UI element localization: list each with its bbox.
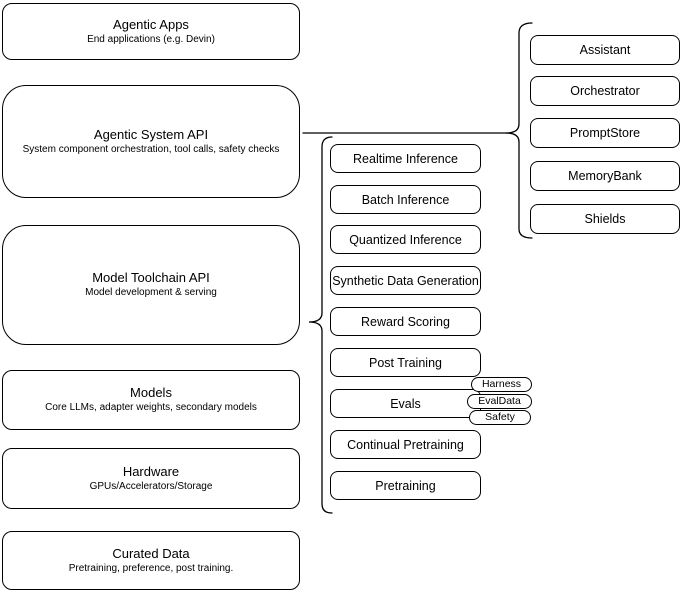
toolchain-brace [308, 136, 333, 514]
node-title: Agentic System API [93, 126, 209, 142]
system-components-brace [505, 22, 533, 239]
node-batch-inference: Batch Inference [330, 185, 481, 214]
node-subtitle: End applications (e.g. Devin) [87, 33, 215, 45]
node-subtitle: Pretraining, preference, post training. [68, 562, 234, 574]
node-models: Models Core LLMs, adapter weights, secon… [2, 370, 300, 430]
node-quantized-inference: Quantized Inference [330, 225, 481, 254]
node-post-training: Post Training [330, 348, 481, 377]
node-subtitle: Core LLMs, adapter weights, secondary mo… [45, 402, 257, 413]
node-pretraining: Pretraining [330, 471, 481, 500]
node-promptstore: PromptStore [530, 118, 680, 148]
node-orchestrator: Orchestrator [530, 76, 680, 106]
node-shields: Shields [530, 204, 680, 234]
node-evals: Evals [330, 389, 481, 418]
node-memorybank: MemoryBank [530, 161, 680, 191]
node-title: Hardware [122, 463, 180, 479]
tag-harness: Harness [471, 377, 532, 392]
node-agentic-apps: Agentic Apps End applications (e.g. Devi… [2, 3, 300, 60]
tag-safety: Safety [469, 410, 531, 425]
node-hardware: Hardware GPUs/Accelerators/Storage [2, 448, 300, 509]
node-title: Curated Data [112, 545, 190, 561]
node-curated-data: Curated Data Pretraining, preference, po… [2, 531, 300, 590]
node-title: Model Toolchain API [92, 270, 210, 285]
node-subtitle: System component orchestration, tool cal… [22, 143, 280, 155]
node-model-toolchain-api: Model Toolchain API Model development & … [2, 225, 300, 345]
node-realtime-inference: Realtime Inference [330, 144, 481, 173]
node-synthetic-data-generation: Synthetic Data Generation [330, 266, 481, 295]
node-agentic-system-api: Agentic System API System component orch… [2, 85, 300, 198]
node-reward-scoring: Reward Scoring [330, 307, 481, 336]
tag-evaldata: EvalData [467, 394, 532, 409]
node-assistant: Assistant [530, 35, 680, 65]
node-title: Agentic Apps [113, 16, 189, 32]
node-title: Models [130, 385, 172, 400]
node-continual-pretraining: Continual Pretraining [330, 430, 481, 459]
node-subtitle: Model development & serving [85, 287, 217, 298]
node-subtitle: GPUs/Accelerators/Storage [89, 480, 213, 492]
